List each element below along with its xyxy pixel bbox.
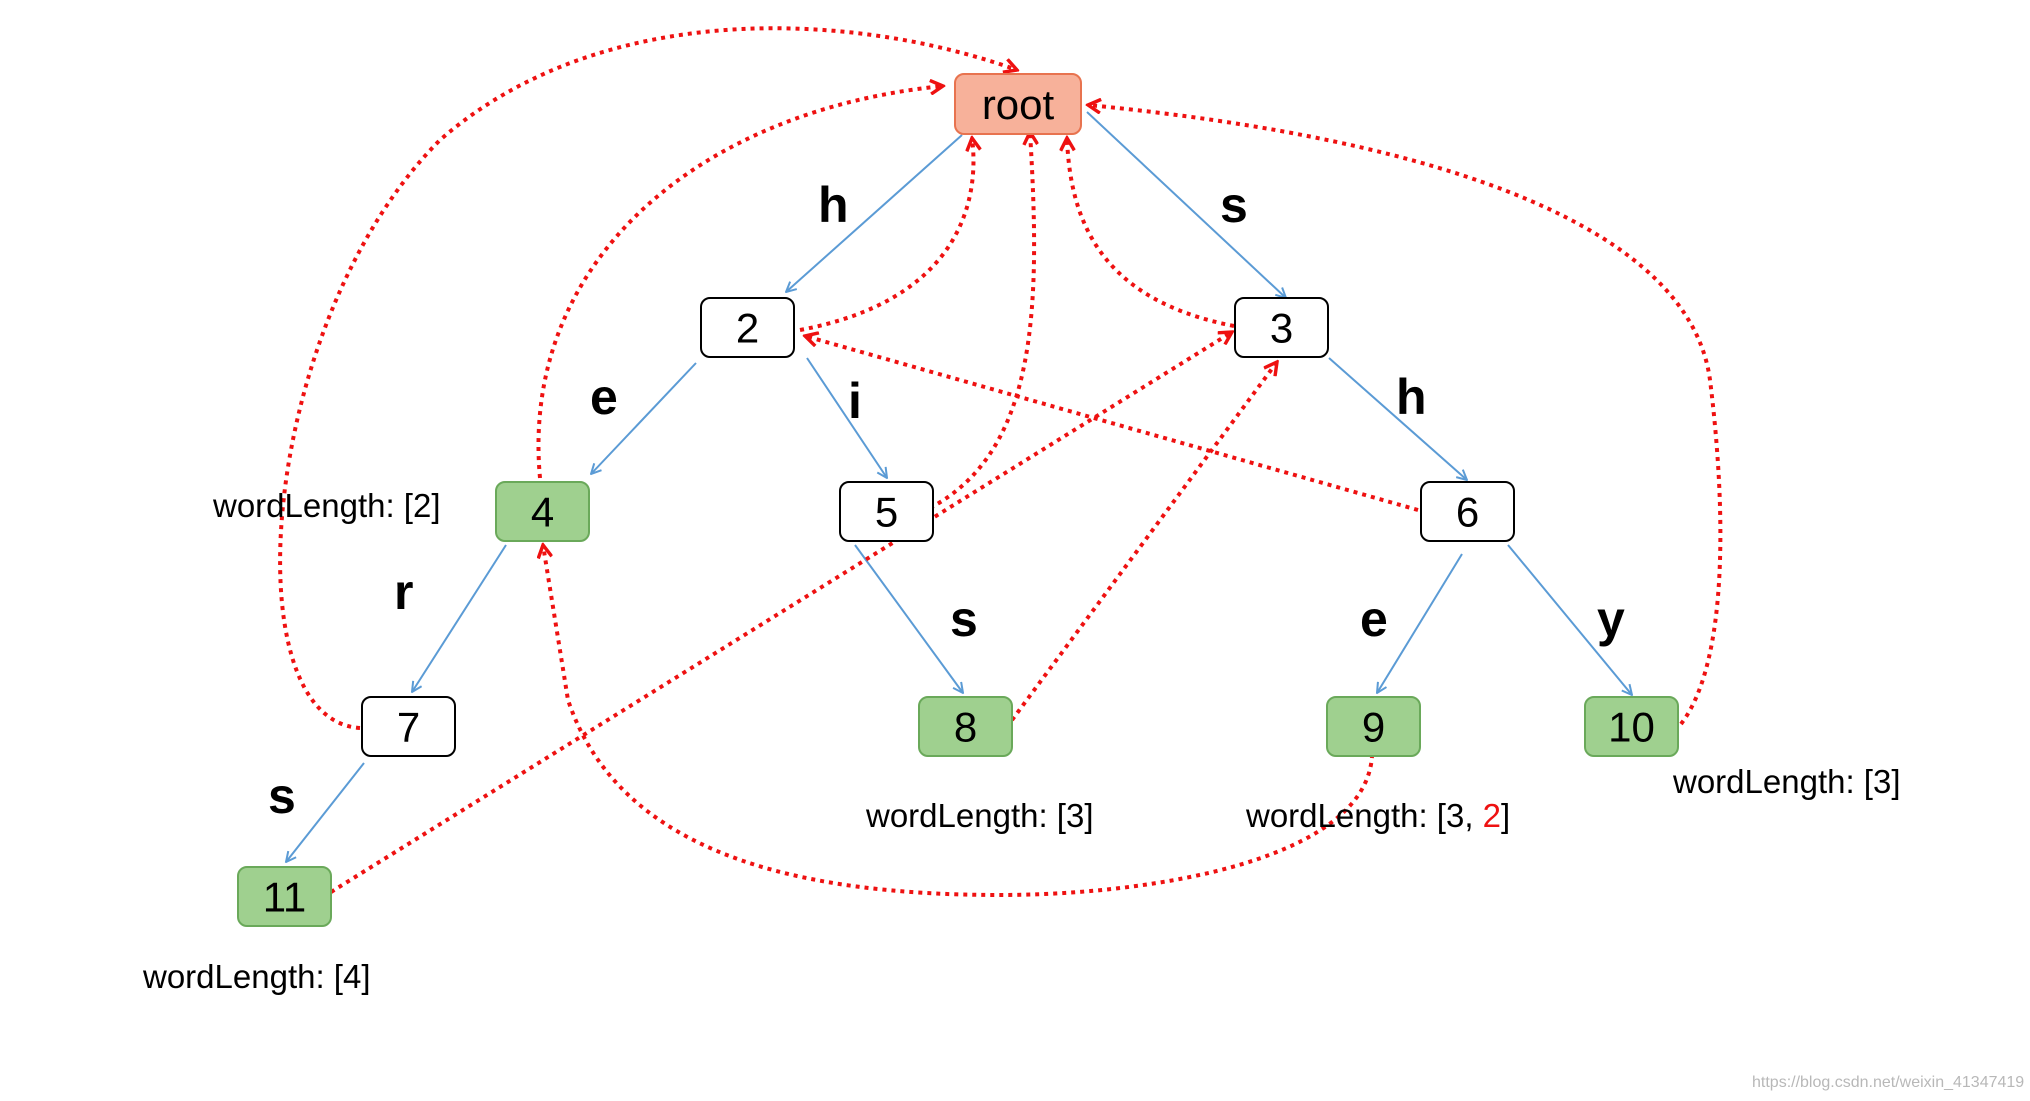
word-length-label-9-suffix: ]	[1501, 797, 1510, 834]
tree-edge-3-6	[1328, 357, 1467, 480]
node-5-box	[839, 481, 934, 542]
annotations: wordLength: [2] wordLength: [3] wordLeng…	[142, 487, 1901, 995]
node-2-label: 2	[736, 305, 759, 352]
word-length-label-10: wordLength: [3]	[1672, 763, 1901, 800]
word-length-label-9: wordLength: [3, 2]	[1245, 797, 1510, 834]
fail-links	[278, 26, 1723, 898]
tree-edge-5-8	[854, 544, 963, 693]
edge-label-7-11: s	[268, 768, 296, 824]
watermark: https://blog.csdn.net/weixin_41347419	[1752, 1074, 2024, 1091]
node-root-label: root	[982, 81, 1055, 128]
node-9: 9	[1326, 696, 1421, 757]
node-root: root	[954, 73, 1082, 135]
fail-link-4-root	[536, 86, 943, 479]
node-2-box	[700, 297, 795, 358]
node-9-box	[1326, 696, 1421, 757]
tree-edges	[286, 111, 1632, 862]
word-length-label-8: wordLength: [3]	[865, 797, 1094, 834]
node-8: 8	[918, 696, 1013, 757]
fail-link-9-4	[543, 545, 1375, 898]
edge-label-6-10: y	[1597, 591, 1625, 647]
tree-edge-root-3	[1086, 111, 1286, 298]
node-11: 11	[237, 866, 332, 927]
node-2: 2	[700, 297, 795, 358]
fail-link-10-root	[1088, 105, 1723, 726]
tree-edge-4-7	[412, 544, 507, 692]
node-4: 4	[495, 481, 590, 542]
word-length-label-9-highlight: 2	[1483, 797, 1501, 834]
nodes: root 2 3 4 5 6 7 8 9 10 11	[237, 73, 1679, 927]
node-5: 5	[839, 481, 934, 542]
node-4-box	[495, 481, 590, 542]
word-length-label-11: wordLength: [4]	[142, 958, 371, 995]
tree-edge-6-10	[1507, 544, 1632, 695]
tree-edge-6-9	[1377, 553, 1463, 693]
fail-link-3-root	[1067, 138, 1235, 328]
node-11-box	[237, 866, 332, 927]
fail-link-11-3	[329, 332, 1232, 894]
node-3-label: 3	[1270, 305, 1293, 352]
node-root-box	[954, 73, 1082, 135]
fail-link-5-root	[929, 132, 1034, 510]
node-5-label: 5	[875, 489, 898, 536]
edge-label-2-5: i	[848, 373, 862, 429]
word-length-label-4: wordLength: [2]	[212, 487, 441, 524]
edge-label-6-9: e	[1360, 591, 1388, 647]
node-9-label: 9	[1362, 704, 1385, 751]
node-10-box	[1584, 696, 1679, 757]
edge-label-root-2: h	[818, 177, 849, 233]
node-11-label: 11	[263, 874, 307, 921]
node-4-label: 4	[531, 489, 554, 536]
word-length-label-9-prefix: wordLength: [3,	[1245, 797, 1483, 834]
tree-edge-7-11	[286, 762, 365, 862]
node-7-label: 7	[397, 704, 420, 751]
tree-edge-2-4	[591, 362, 697, 474]
node-3-box	[1234, 297, 1329, 358]
node-6: 6	[1420, 481, 1515, 542]
fail-link-7-root	[278, 26, 1017, 730]
node-10-label: 10	[1608, 704, 1655, 751]
node-7: 7	[361, 696, 456, 757]
node-10: 10	[1584, 696, 1679, 757]
edge-label-5-8: s	[950, 591, 978, 647]
edge-label-3-6: h	[1396, 369, 1427, 425]
node-8-box	[918, 696, 1013, 757]
edge-label-4-7: r	[394, 564, 413, 620]
node-7-box	[361, 696, 456, 757]
fail-link-2-root	[799, 138, 973, 332]
node-6-label: 6	[1456, 489, 1479, 536]
edge-label-2-4: e	[590, 369, 618, 425]
node-8-label: 8	[954, 704, 977, 751]
fail-link-8-3	[1010, 362, 1277, 722]
edge-labels: h s e i h r s e y s	[268, 177, 1625, 824]
edge-label-root-3: s	[1220, 177, 1248, 233]
tree-edge-2-5	[806, 357, 887, 478]
node-6-box	[1420, 481, 1515, 542]
fail-link-6-2	[805, 336, 1419, 512]
tree-edge-root-2	[786, 134, 963, 292]
node-3: 3	[1234, 297, 1329, 358]
